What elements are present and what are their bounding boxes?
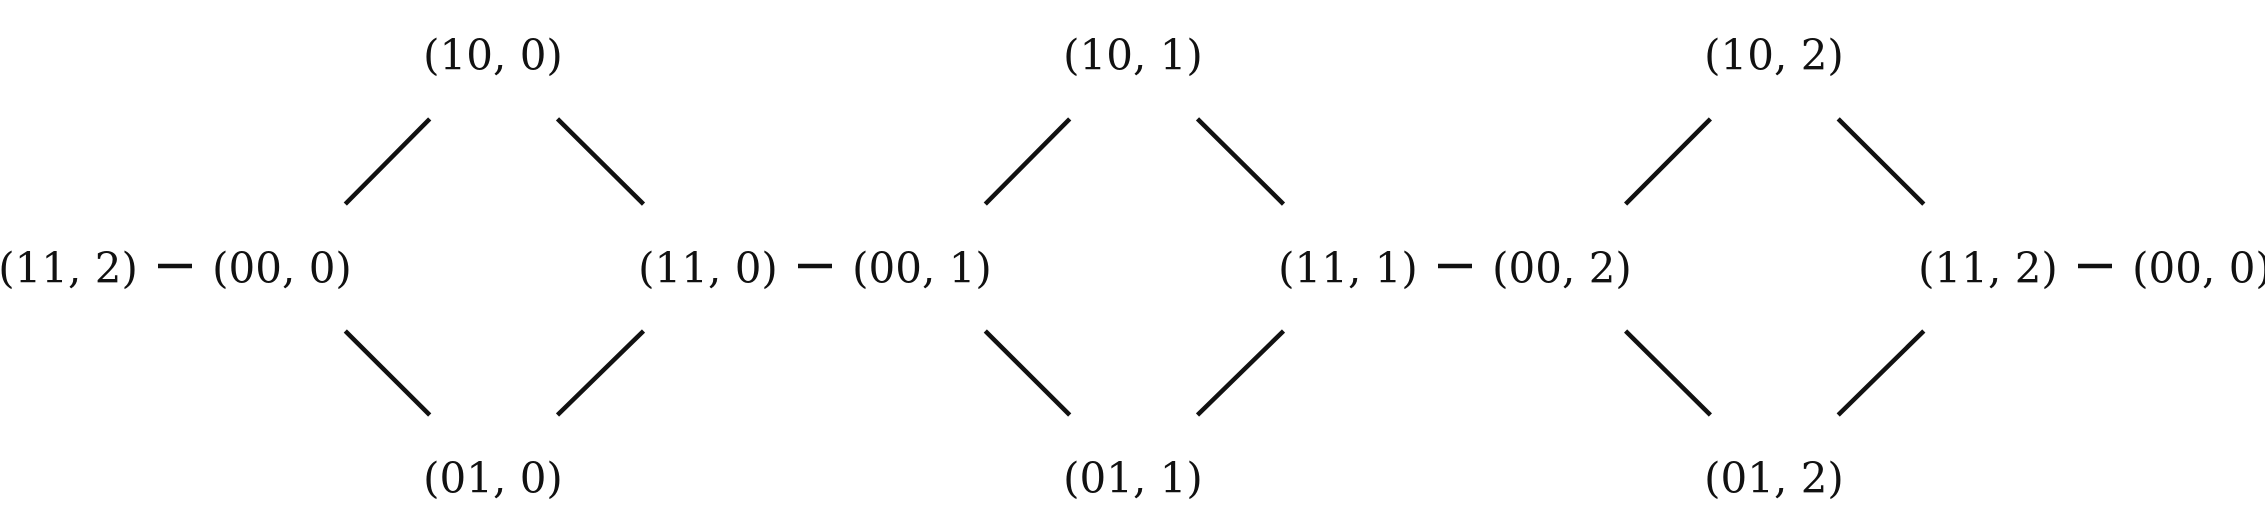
node-label-n-11-2-left: (11, 2) (0, 244, 138, 293)
edge-n-01-1-to-n-11-1 (1195, 329, 1286, 417)
edge-n-10-1-to-n-11-1 (1195, 117, 1286, 206)
node-label-n-01-1: (01, 1) (1063, 454, 1203, 503)
node-label-n-11-2: (11, 2) (1918, 244, 2058, 293)
node-label-n-00-0-right: (00, 0) (2132, 244, 2265, 293)
node-label-n-10-1: (10, 1) (1063, 31, 1203, 80)
node-label-n-01-0: (01, 0) (423, 454, 563, 503)
edge-n-00-2-to-n-10-2 (1624, 117, 1712, 206)
edge-n-01-0-to-n-11-0 (555, 329, 646, 417)
edges-layer (158, 117, 2112, 417)
edge-n-00-0-a-to-n-01-0 (343, 329, 432, 417)
edge-n-00-2-to-n-01-2 (1624, 329, 1712, 417)
node-label-n-01-2: (01, 2) (1704, 454, 1844, 503)
edge-n-00-1-to-n-10-1 (983, 117, 1072, 206)
edge-n-10-0-to-n-11-0 (555, 117, 646, 206)
node-label-n-00-2: (00, 2) (1492, 244, 1632, 293)
node-label-n-11-0: (11, 0) (638, 244, 778, 293)
node-label-n-00-0-a: (00, 0) (212, 244, 352, 293)
edge-n-00-1-to-n-01-1 (983, 329, 1072, 417)
edge-n-10-2-to-n-11-2 (1836, 117, 1926, 206)
edge-n-01-2-to-n-11-2 (1836, 329, 1926, 417)
node-label-n-11-1: (11, 1) (1278, 244, 1418, 293)
node-label-n-10-0: (10, 0) (423, 31, 563, 80)
node-label-n-00-1: (00, 1) (852, 244, 992, 293)
nodes-layer: (11, 2) (00, 0) (10, 0) (01, 0) (11, 0) (00, … (0, 31, 2265, 503)
node-label-n-10-2: (10, 2) (1704, 31, 1844, 80)
edge-n-00-0-a-to-n-10-0 (343, 117, 432, 206)
